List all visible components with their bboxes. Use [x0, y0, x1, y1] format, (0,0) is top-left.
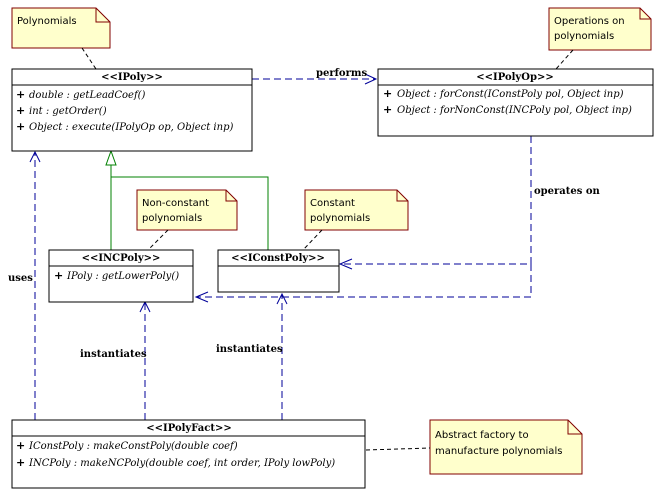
label-uses: uses [8, 273, 33, 284]
note-nonconstant[interactable]: Non-constant polynomials [136, 189, 238, 231]
note-constant-line2: polynomials [310, 213, 370, 224]
label-instantiates-c: instantiates [216, 344, 283, 355]
note-nonconstant-line2: polynomials [142, 213, 202, 224]
plus-icon: + [383, 87, 392, 100]
incpoly-title: <<INCPoly>> [82, 253, 161, 264]
note-factory-line2: manufacture polynomials [435, 446, 562, 457]
dependency-lines [34, 78, 532, 420]
ipoly-member: Object : execute(IPolyOp op, Object inp) [29, 122, 233, 133]
generalization-lines [110, 165, 269, 250]
ipoly-title: <<IPoly>> [101, 72, 163, 83]
ipolyfact-member: IConstPoly : makeConstPoly(double coef) [28, 441, 238, 452]
ipolyop-member: Object : forNonConst(INCPoly pol, Object… [397, 105, 632, 116]
note-operations-line2: polynomials [554, 31, 614, 42]
incpoly-member: IPoly : getLowerPoly() [66, 271, 179, 282]
label-operates-on: operates on [534, 186, 601, 197]
class-incpoly[interactable]: <<INCPoly>> + IPoly : getLowerPoly() [48, 249, 194, 303]
note-anchor-lines [81, 47, 574, 451]
class-ipolyop[interactable]: <<IPolyOp>> + Object : forConst(IConstPo… [377, 68, 654, 137]
generalization-arrowhead [105, 149, 117, 166]
ipolyop-title: <<IPolyOp>> [476, 72, 553, 83]
class-iconstpoly[interactable]: <<IConstPoly>> [217, 249, 340, 293]
plus-icon: + [16, 439, 25, 452]
ipolyop-member: Object : forConst(IConstPoly pol, Object… [397, 89, 624, 100]
note-operations-line1: Operations on [554, 16, 625, 27]
note-polynomials[interactable]: Polynomials [11, 7, 111, 49]
plus-icon: + [16, 104, 25, 117]
note-constant-line1: Constant [310, 198, 355, 209]
plus-icon: + [16, 456, 25, 469]
ipoly-member: double : getLeadCoef() [29, 90, 146, 101]
note-operations[interactable]: Operations on polynomials [548, 7, 652, 51]
plus-icon: + [16, 120, 25, 133]
plus-icon: + [54, 269, 63, 282]
note-nonconstant-line1: Non-constant [142, 198, 209, 209]
note-factory-line1: Abstract factory to [435, 430, 529, 441]
plus-icon: + [16, 88, 25, 101]
label-instantiates-nc: instantiates [80, 349, 147, 360]
class-ipoly[interactable]: <<IPoly>> + double : getLeadCoef() + int… [11, 68, 253, 152]
note-factory[interactable]: Abstract factory to manufacture polynomi… [429, 419, 583, 475]
iconstpoly-title: <<IConstPoly>> [231, 253, 325, 264]
note-polynomials-line1: Polynomials [17, 16, 77, 27]
ipolyfact-title: <<IPolyFact>> [146, 423, 231, 434]
class-ipolyfact[interactable]: <<IPolyFact>> + IConstPoly : makeConstPo… [11, 419, 366, 489]
ipoly-member: int : getOrder() [29, 106, 107, 117]
plus-icon: + [383, 103, 392, 116]
label-performs: performs [316, 68, 367, 79]
ipolyfact-member: INCPoly : makeNCPoly(double coef, int or… [28, 458, 335, 469]
note-constant[interactable]: Constant polynomials [304, 189, 409, 231]
